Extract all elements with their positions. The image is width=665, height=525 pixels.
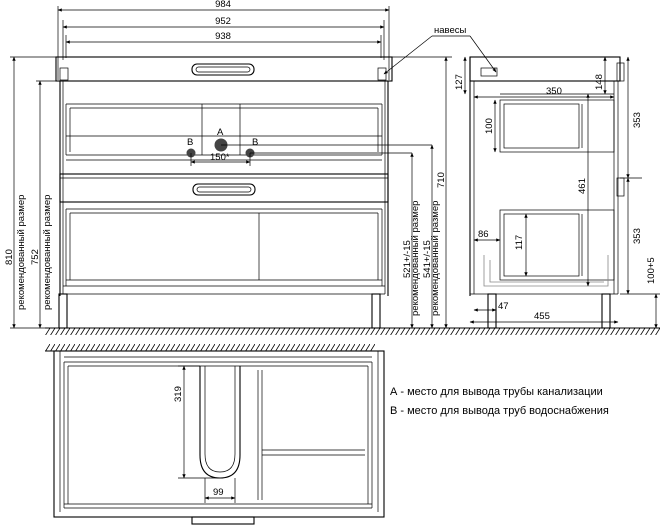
leg-right: [371, 293, 381, 329]
lower-handle: [192, 183, 256, 196]
plan-handle: [191, 516, 255, 525]
width-overall-label: 984: [215, 0, 231, 10]
side-handle-top: [616, 62, 625, 82]
dim-100-5-label: 100+5: [646, 257, 657, 284]
dim-353-top-label: 353: [632, 112, 643, 128]
top-drawer-front: [55, 56, 393, 82]
dim-710-label: 710: [436, 172, 447, 188]
dim-521-label: 521+/-15: [402, 240, 413, 278]
drain-point-label: A: [217, 127, 224, 138]
lower-drawer-front: [59, 173, 389, 203]
hinges-label: навесы: [434, 25, 467, 36]
top-handle: [191, 63, 255, 76]
upper-shelf-area: [65, 103, 383, 161]
side-hinge: [480, 67, 498, 77]
side-lower-drawer: [483, 177, 625, 294]
dim-461-label: 461: [577, 178, 588, 194]
wall-hatch: [45, 344, 375, 351]
height-total-label: 810: [4, 249, 15, 265]
width-dimensions: 984 952 938: [57, 0, 390, 80]
legend: А - место для вывода трубы канализации В…: [390, 386, 609, 417]
dim-47-label: 47: [498, 301, 509, 312]
right-note-2: рекомендованный размер: [430, 201, 441, 316]
hinge-right: [377, 67, 387, 81]
dim-148-label: 148: [594, 74, 605, 90]
dim-127-label: 127: [454, 74, 465, 90]
water-spacing-label: 150*: [210, 152, 230, 163]
side-leg-front: [601, 293, 611, 329]
height-left-note-1: рекомендованный размер: [16, 195, 27, 310]
front-view: 984 952 938: [4, 0, 660, 335]
dim-100-label: 100: [484, 118, 495, 134]
dim-350-label: 350: [546, 86, 562, 97]
dim-86-label: 86: [478, 229, 489, 240]
height-dimensions-right: 521+/-15 рекомендованный размер 541+/-15…: [392, 56, 452, 329]
side-leg-back: [487, 293, 497, 329]
legend-line-a: А - место для вывода трубы канализации: [390, 386, 603, 398]
pipe-points: A B B 150*: [186, 127, 432, 166]
height-body-label: 752: [30, 249, 41, 265]
dim-353-bottom-label: 353: [632, 228, 643, 244]
dim-99-label: 99: [213, 487, 224, 498]
lower-drawer-box: [63, 208, 385, 295]
hinge-left: [59, 67, 69, 81]
water-point-right-label: B: [252, 137, 258, 148]
right-note-1: рекомендованный размер: [410, 201, 421, 316]
legend-line-b: В - место для вывода труб водоснабжения: [390, 405, 609, 417]
dim-455-label: 455: [534, 311, 550, 322]
floor-hatch: [45, 328, 660, 335]
leg-left: [58, 293, 68, 329]
width-inner-label: 938: [215, 31, 231, 42]
dim-319-label: 319: [173, 386, 184, 402]
dim-541-label: 541+/-15: [422, 240, 433, 278]
water-point-left-label: B: [187, 137, 193, 148]
width-body-label: 952: [215, 16, 231, 27]
plan-view: 319 99: [45, 344, 385, 525]
height-left-note-2: рекомендованный размер: [42, 195, 53, 310]
dim-117-label: 117: [514, 235, 525, 250]
side-view: навесы: [383, 25, 660, 329]
height-dimensions-left: 810 рекомендованный размер 752 рекомендо…: [4, 56, 60, 329]
